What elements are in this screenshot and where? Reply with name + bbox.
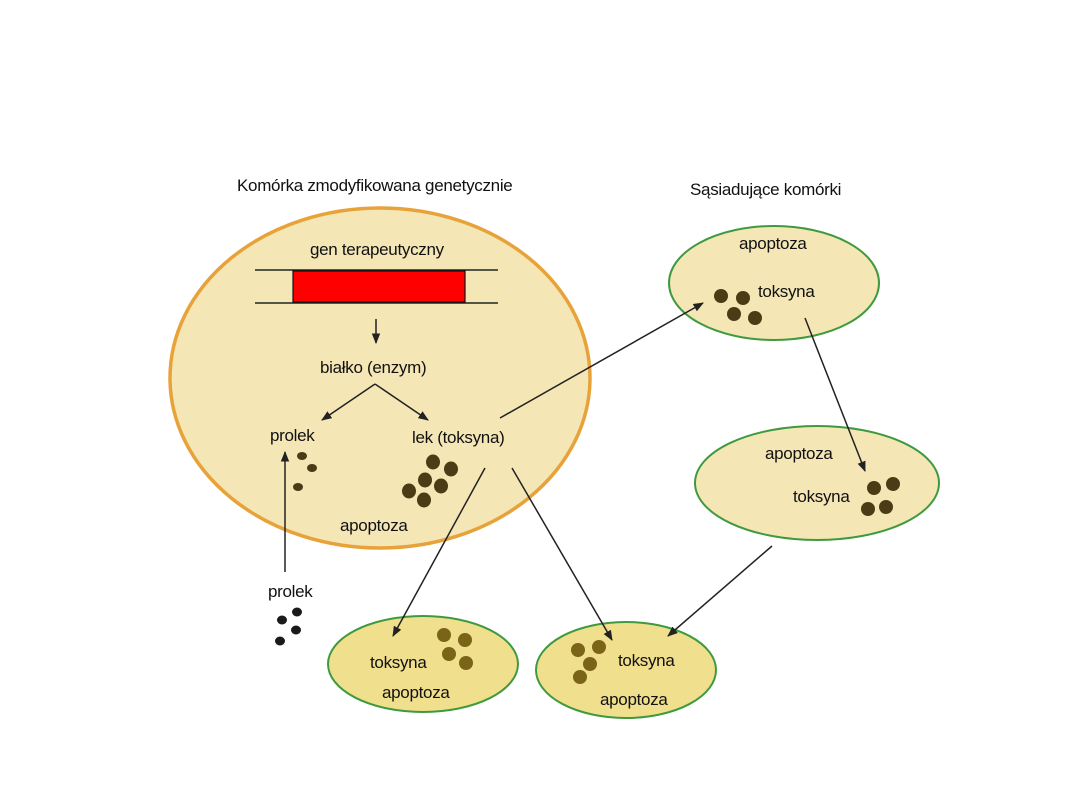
neighbor-cell-middle-right [694,425,940,541]
middle-right-toxin-label: toksyna [793,487,850,506]
protein-to-drug-arrow [374,383,429,421]
bottom-left-toxin-label: toksyna [370,653,427,672]
prodrug-dots-inside [293,452,317,491]
apoptosis-label-main: apoptoza [340,516,408,535]
toxin-dots-inside [402,454,458,508]
gene-construct [255,269,498,304]
drug-to-bottom-middle-arrow [511,467,613,641]
middle-right-toxin-dots [861,477,900,516]
drug-to-bottom-left-arrow [392,467,486,637]
prodrug-label: prolek [270,426,315,445]
neighbor-cell-top-right [668,225,880,341]
drug-to-top-right-arrow [499,302,704,419]
external-prodrug-dots [275,607,302,646]
middle-right-to-bottom-middle-arrow [667,545,773,637]
middle-right-apoptosis-label: apoptoza [765,444,833,463]
top-right-to-middle-right-arrow [804,317,866,472]
external-prodrug-label: prolek [268,582,313,601]
heading-modified-cell: Komórka zmodyfikowana genetycznie [237,176,512,195]
protein-label: białko (enzym) [320,358,426,377]
drug-label: lek (toksyna) [412,428,504,447]
heading-neighbor-cells: Sąsiadujące komórki [690,180,841,199]
top-right-apoptosis-label: apoptoza [739,234,807,253]
bottom-middle-toxin-dots [571,640,606,684]
bottom-left-apoptosis-label: apoptoza [382,683,450,702]
bottom-middle-apoptosis-label: apoptoza [600,690,668,709]
modified-cell [168,206,592,550]
bottom-middle-toxin-label: toksyna [618,651,675,670]
top-right-toxin-dots [714,289,762,325]
top-right-toxin-label: toksyna [758,282,815,301]
bottom-left-toxin-dots [437,628,473,670]
gene-label: gen terapeutyczny [310,240,445,259]
therapeutic-gene-box [292,270,466,303]
protein-to-prodrug-arrow [321,383,376,421]
